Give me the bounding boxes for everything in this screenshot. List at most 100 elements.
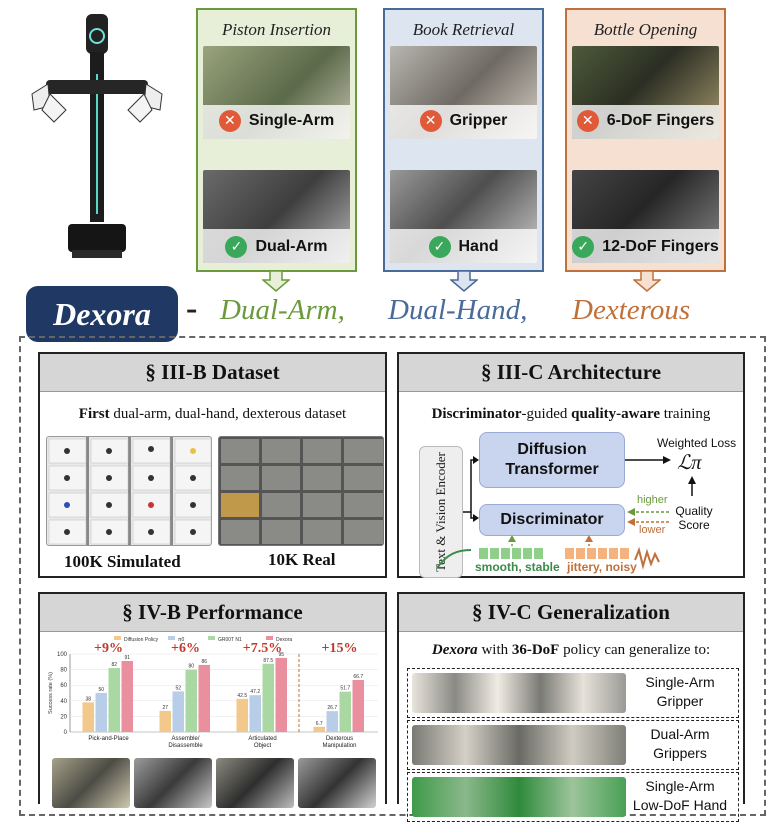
- task-panel-piston: Piston Insertion ✕ Single-Arm ✓ Dual-Arm: [196, 8, 357, 272]
- bar: [108, 668, 120, 732]
- legend-swatch: [208, 636, 215, 640]
- performance-photo: [52, 758, 130, 808]
- bar: [95, 693, 107, 732]
- fail-label: Gripper: [449, 112, 508, 129]
- bar: [326, 711, 338, 732]
- generalization-photo-strip: [412, 673, 626, 713]
- generalization-subtitle: Dexora with 36-DoF policy can generalize…: [431, 642, 711, 658]
- y-tick-label: 40: [60, 699, 67, 705]
- bar-value-label: 42.5: [237, 693, 247, 699]
- x-tick-label: Assemble/: [171, 736, 199, 742]
- generalization-photo-strip: [412, 725, 626, 765]
- section-performance: § IV-B Performance Diffusion Policy π0 GR0…: [38, 592, 387, 808]
- bar-value-label: 50: [98, 687, 104, 693]
- real-image-grid: [218, 436, 384, 546]
- pass-label: Hand: [458, 238, 499, 255]
- y-tick-label: 0: [64, 730, 68, 736]
- bar-value-label: 87.5: [263, 658, 273, 664]
- task-panel-book: Book Retrieval ✕ Gripper ✓ Hand: [383, 8, 544, 272]
- section-generalization: § IV-C Generalization Dexora with 36-DoF…: [397, 592, 745, 822]
- improvement-label: +9%: [94, 641, 123, 656]
- bar: [172, 691, 184, 732]
- x-tick-label: Manipulation: [322, 743, 356, 749]
- task-photo-fail: ✕ 6-DoF Fingers: [572, 46, 719, 139]
- generalization-photo-strip: [412, 777, 626, 817]
- bar: [121, 661, 133, 732]
- y-tick-label: 20: [60, 714, 67, 720]
- down-arrow-icon: [450, 270, 478, 292]
- bar-value-label: 26.7: [327, 705, 337, 711]
- check-circle-icon: ✓: [572, 236, 595, 258]
- diffusion-transformer-block: Diffusion Transformer: [479, 432, 625, 488]
- simulated-caption: 100K Simulated: [64, 552, 181, 571]
- section-title: § III-B Dataset: [40, 354, 385, 392]
- bar-value-label: 91: [124, 655, 130, 661]
- improvement-label: +7.5%: [243, 641, 282, 656]
- bar: [198, 664, 210, 732]
- bar: [262, 663, 274, 732]
- fail-label: 6-DoF Fingers: [606, 112, 715, 129]
- bar: [159, 710, 171, 732]
- bar-value-label: 51.7: [340, 686, 350, 692]
- task-photo-pass: ✓ Dual-Arm: [203, 170, 350, 263]
- y-tick-label: 100: [57, 652, 68, 658]
- performance-photo: [216, 758, 294, 808]
- task-photo-pass: ✓ Hand: [390, 170, 537, 263]
- legend-label: π0: [178, 637, 184, 643]
- task-title: Book Retrieval: [412, 20, 515, 39]
- bar: [82, 702, 94, 732]
- section-title: § IV-B Performance: [40, 594, 385, 632]
- title-dash: -: [186, 290, 198, 327]
- discriminator-block: Discriminator: [479, 504, 625, 536]
- check-circle-icon: ✓: [225, 236, 248, 258]
- bar-value-label: 52: [175, 685, 181, 691]
- fail-label: Single-Arm: [248, 112, 335, 129]
- section-dataset: § III-B Dataset First dual-arm, dual-han…: [38, 352, 387, 578]
- bar-value-label: 27: [162, 705, 168, 711]
- legend-swatch: [114, 636, 121, 640]
- legend-label: GR00T N1: [218, 637, 242, 643]
- x-tick-label: Pick-and-Place: [88, 736, 129, 742]
- legend-label: Diffusion Policy: [124, 637, 159, 643]
- cross-circle-icon: ✕: [218, 110, 241, 132]
- section-architecture: § III-C Architecture Discriminator-guide…: [397, 352, 745, 578]
- y-axis-label: Success rate (%): [48, 672, 54, 714]
- performance-photo: [298, 758, 376, 808]
- task-title: Piston Insertion: [221, 20, 332, 39]
- bar-value-label: 82: [111, 662, 117, 668]
- bar-value-label: 80: [188, 664, 194, 670]
- x-tick-label: Articulated: [248, 736, 276, 742]
- word-dual-hand: Dual-Hand,: [388, 294, 528, 326]
- loss-symbol: ℒπ: [677, 452, 702, 474]
- bar-value-label: 86: [201, 659, 207, 665]
- y-tick-label: 80: [60, 668, 67, 674]
- higher-label: higher: [637, 494, 668, 506]
- task-photo-pass: ✓ 12-DoF Fingers: [572, 170, 719, 263]
- bar: [275, 657, 287, 732]
- x-tick-label: Dexterous: [326, 736, 353, 742]
- bar-value-label: 6.7: [316, 721, 323, 727]
- architecture-subtitle: Discriminator-guided quality-aware train…: [431, 406, 711, 422]
- word-dexterous: Dexterous: [572, 294, 691, 326]
- task-title: Bottle Opening: [593, 20, 698, 39]
- section-title: § III-C Architecture: [399, 354, 743, 392]
- bar-value-label: 47.2: [250, 689, 260, 695]
- down-arrow-icon: [633, 270, 661, 292]
- weighted-loss-label: Weighted Loss: [657, 436, 737, 450]
- legend-label: Dexora: [276, 637, 292, 643]
- improvement-label: +15%: [322, 641, 358, 656]
- real-caption: 10K Real: [268, 550, 336, 569]
- cross-circle-icon: ✕: [576, 110, 599, 132]
- bar-value-label: 66.7: [353, 674, 363, 680]
- down-arrow-icon: [262, 270, 290, 292]
- pass-label: Dual-Arm: [255, 238, 328, 255]
- bar-value-label: 95: [278, 652, 284, 658]
- bar: [249, 695, 261, 732]
- lower-label: lower: [639, 524, 666, 536]
- task-photo-fail: ✕ Single-Arm: [203, 46, 350, 139]
